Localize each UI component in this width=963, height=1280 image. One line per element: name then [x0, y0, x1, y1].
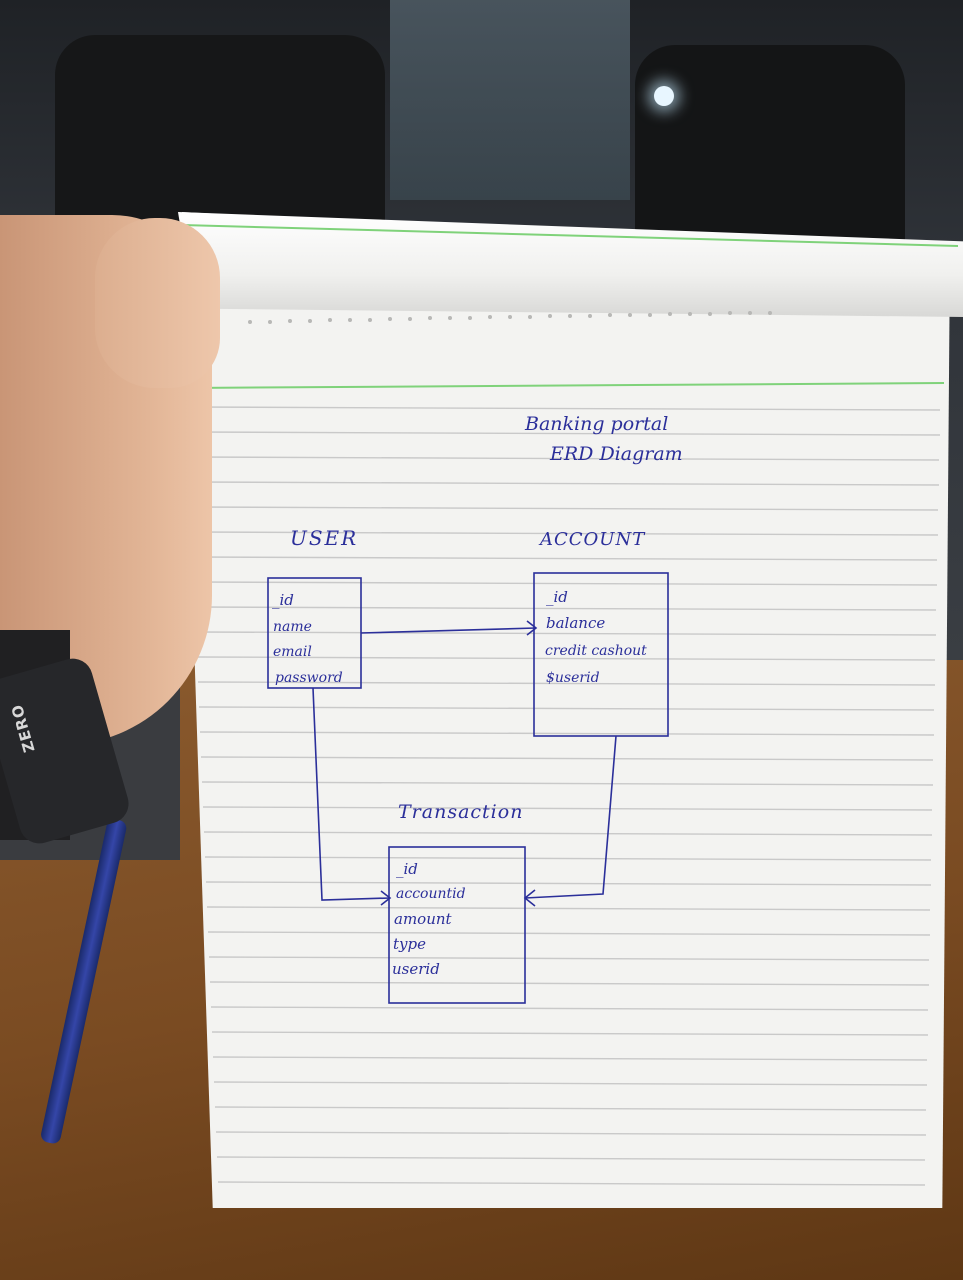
office-window	[390, 0, 630, 200]
ceiling-light	[654, 86, 674, 106]
transaction-field: accountid	[396, 886, 466, 902]
perforation-holes	[248, 311, 772, 324]
user-field: name	[273, 619, 312, 635]
user-entity-label: USER	[290, 526, 358, 550]
transaction-field: amount	[394, 910, 453, 928]
transaction-entity-box	[388, 846, 526, 1004]
account-field: balance	[546, 614, 605, 632]
account-field: credit cashout	[545, 643, 647, 659]
relationship-user-transaction	[312, 687, 392, 906]
account-field: _id	[546, 588, 568, 606]
watch-brand-text: ZERO	[7, 701, 39, 755]
transaction-field: userid	[392, 960, 440, 978]
relationship-user-account	[360, 620, 538, 636]
ruled-lines	[189, 406, 941, 1186]
user-field: password	[275, 670, 343, 686]
top-margin-line	[185, 382, 945, 389]
thumb	[95, 218, 220, 388]
transaction-entity-label: Transaction	[398, 801, 523, 823]
transaction-field: _id	[396, 860, 418, 878]
user-field: email	[273, 644, 312, 660]
diagram-subtitle: ERD Diagram	[549, 443, 683, 465]
account-field: $userid	[546, 670, 600, 686]
user-field: _id	[272, 591, 294, 609]
account-entity-label: ACCOUNT	[538, 529, 646, 550]
diagram-title: Banking portal	[524, 413, 668, 435]
transaction-field: type	[393, 935, 426, 953]
rolled-green-line	[181, 224, 959, 247]
account-entity-box	[533, 572, 669, 737]
relationship-account-transaction	[523, 735, 617, 907]
